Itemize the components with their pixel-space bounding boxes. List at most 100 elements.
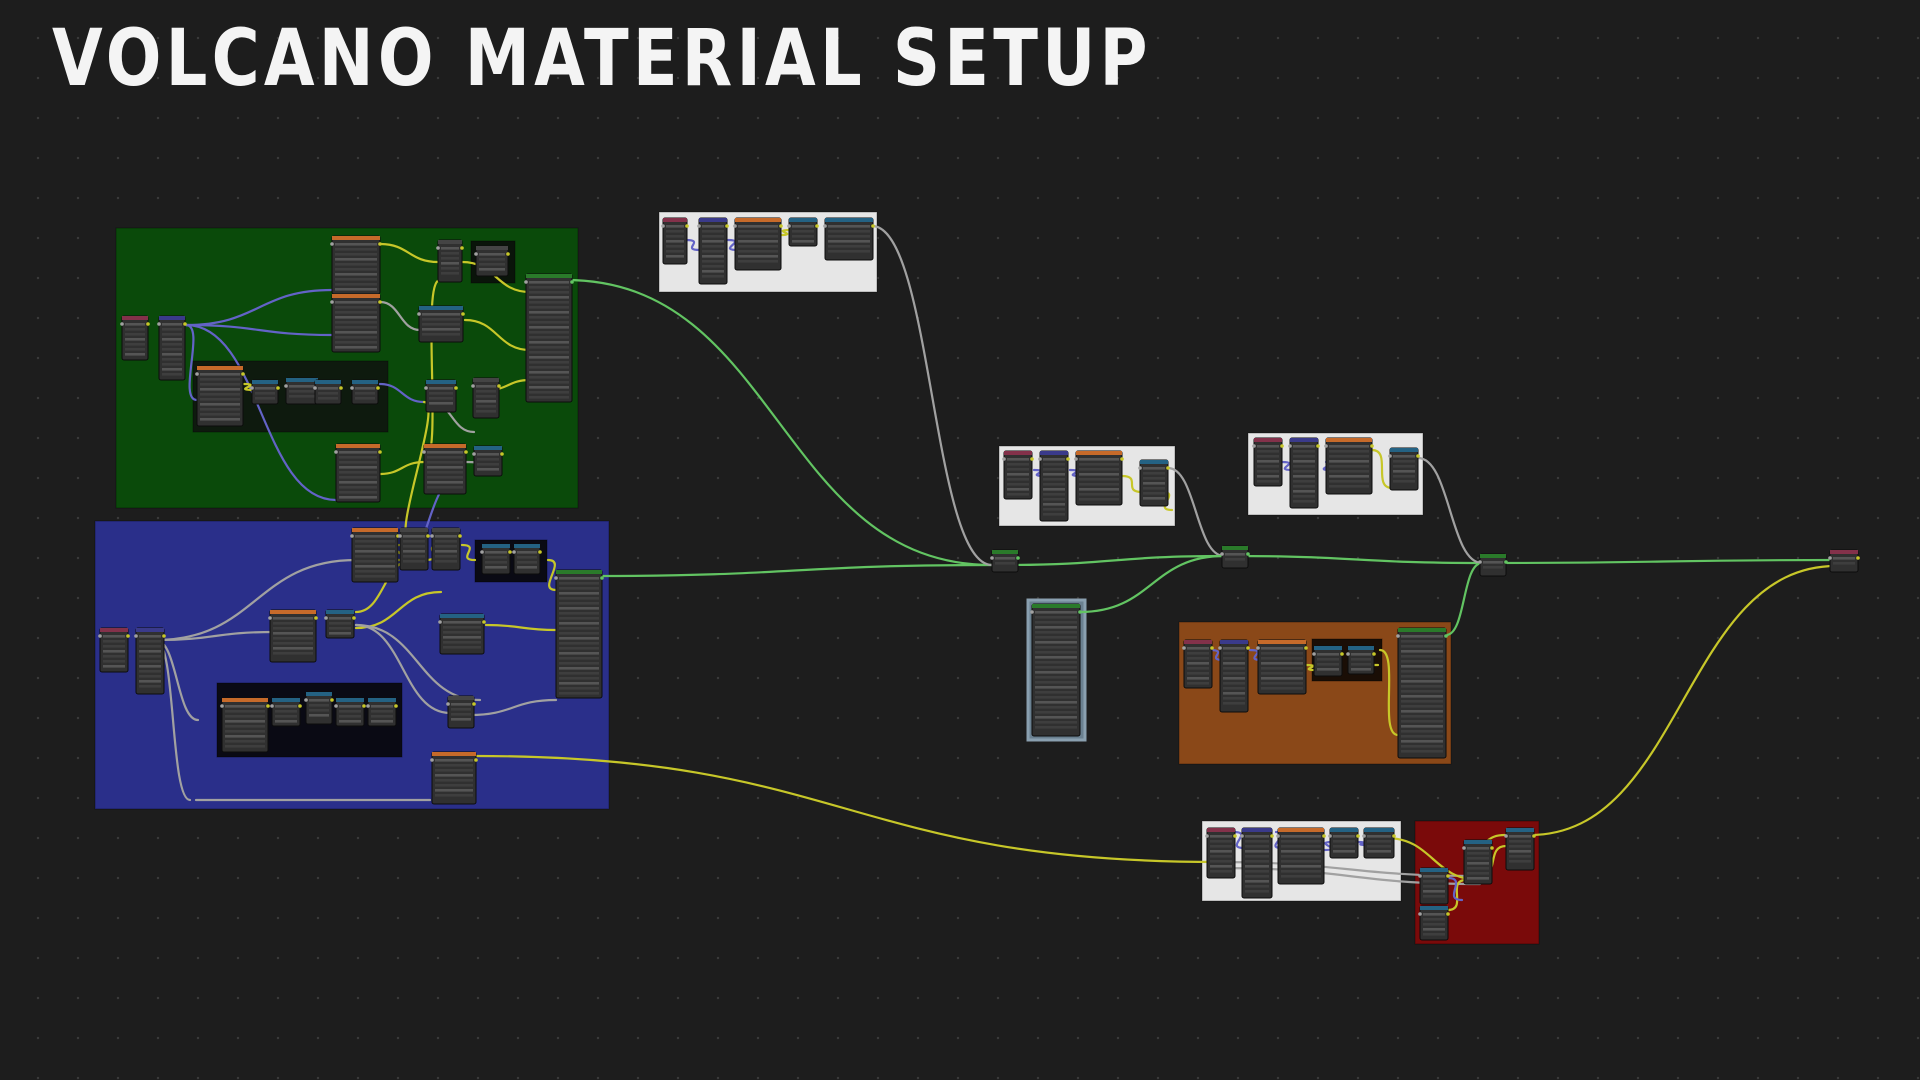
node-socket-output[interactable]: [1446, 874, 1450, 878]
node-field[interactable]: [1329, 470, 1369, 473]
node-field[interactable]: [1423, 890, 1445, 893]
node-field[interactable]: [1423, 895, 1445, 898]
node-field[interactable]: [225, 740, 265, 743]
node-field[interactable]: [1401, 730, 1443, 733]
node-field[interactable]: [1261, 682, 1303, 685]
node-field[interactable]: [335, 268, 377, 271]
node-field[interactable]: [1293, 475, 1315, 478]
node-field[interactable]: [335, 341, 377, 344]
node-field[interactable]: [139, 680, 161, 683]
node-field[interactable]: [1401, 695, 1443, 698]
node-field[interactable]: [355, 570, 395, 573]
node-socket-input[interactable]: [1328, 834, 1332, 838]
node-header[interactable]: [1830, 550, 1858, 554]
node-field[interactable]: [441, 257, 459, 260]
node-field[interactable]: [485, 561, 507, 564]
node-socket-output[interactable]: [1856, 556, 1860, 560]
node-field[interactable]: [1281, 840, 1321, 843]
node-field[interactable]: [429, 402, 453, 405]
node-socket-output[interactable]: [162, 634, 166, 638]
node-field[interactable]: [529, 281, 569, 284]
node-field[interactable]: [273, 617, 313, 620]
node-field[interactable]: [479, 268, 505, 271]
node-field[interactable]: [1401, 720, 1443, 723]
node-field[interactable]: [1509, 860, 1531, 863]
node-field[interactable]: [435, 560, 457, 563]
node[interactable]: [398, 527, 430, 571]
node-field[interactable]: [273, 647, 313, 650]
node-body[interactable]: [431, 527, 461, 571]
node-field[interactable]: [529, 391, 569, 394]
node-field[interactable]: [275, 715, 297, 718]
node-socket-output[interactable]: [362, 704, 366, 708]
node-field[interactable]: [435, 779, 473, 782]
node-socket-output[interactable]: [685, 224, 689, 228]
node-header[interactable]: [1254, 438, 1282, 442]
node-field[interactable]: [273, 622, 313, 625]
node-field[interactable]: [1423, 918, 1445, 921]
node-field[interactable]: [1187, 682, 1209, 685]
node[interactable]: [250, 379, 280, 405]
node[interactable]: [1205, 827, 1237, 879]
node-field[interactable]: [828, 225, 870, 228]
node-field[interactable]: [1035, 711, 1077, 714]
node-field[interactable]: [225, 705, 265, 708]
node-field[interactable]: [1043, 483, 1065, 486]
node-field[interactable]: [1329, 450, 1369, 453]
node-header[interactable]: [514, 544, 540, 548]
node-socket-input[interactable]: [661, 224, 665, 228]
node-field[interactable]: [485, 556, 507, 559]
node-field[interactable]: [289, 385, 315, 388]
node-field[interactable]: [318, 397, 338, 400]
node-field[interactable]: [1035, 701, 1077, 704]
node-field[interactable]: [1293, 485, 1315, 488]
node-field[interactable]: [1393, 480, 1415, 483]
node-field[interactable]: [1401, 665, 1443, 668]
node-field[interactable]: [1401, 725, 1443, 728]
node-field[interactable]: [335, 248, 377, 251]
node-header[interactable]: [197, 366, 243, 370]
node-field[interactable]: [162, 358, 182, 361]
node-field[interactable]: [200, 418, 240, 421]
node-socket-input[interactable]: [1240, 834, 1244, 838]
node-header[interactable]: [159, 316, 185, 320]
node-header[interactable]: [336, 698, 364, 702]
node-header[interactable]: [1364, 828, 1394, 832]
node-field[interactable]: [162, 368, 182, 371]
node-field[interactable]: [529, 366, 569, 369]
node-field[interactable]: [529, 291, 569, 294]
node-socket-input[interactable]: [313, 386, 317, 390]
node-field[interactable]: [1225, 558, 1245, 561]
node-field[interactable]: [1245, 870, 1269, 873]
node[interactable]: [1324, 437, 1374, 495]
node-socket-output[interactable]: [426, 534, 430, 538]
node-header[interactable]: [368, 698, 396, 702]
node-header[interactable]: [136, 628, 164, 632]
node-body[interactable]: [305, 691, 333, 725]
node[interactable]: [1346, 645, 1376, 675]
node-field[interactable]: [329, 622, 351, 625]
node[interactable]: [268, 609, 318, 663]
node-field[interactable]: [1187, 652, 1209, 655]
node-field[interactable]: [1293, 470, 1315, 473]
node-socket-output[interactable]: [1340, 652, 1344, 656]
node-field[interactable]: [422, 323, 460, 326]
node-field[interactable]: [559, 622, 599, 625]
node-socket-input[interactable]: [1205, 834, 1209, 838]
node-field[interactable]: [1293, 495, 1315, 498]
node-field[interactable]: [1035, 656, 1077, 659]
node-field[interactable]: [225, 710, 265, 713]
node-field[interactable]: [162, 348, 182, 351]
node-field[interactable]: [1423, 880, 1445, 883]
node-field[interactable]: [339, 496, 377, 499]
node-socket-input[interactable]: [1418, 912, 1422, 916]
node-field[interactable]: [1035, 626, 1077, 629]
node-socket-output[interactable]: [600, 576, 604, 580]
node-field[interactable]: [139, 675, 161, 678]
node-field[interactable]: [1035, 671, 1077, 674]
node-field[interactable]: [335, 331, 377, 334]
node-field[interactable]: [1281, 860, 1321, 863]
node-field[interactable]: [1393, 475, 1415, 478]
node[interactable]: [1002, 450, 1034, 500]
